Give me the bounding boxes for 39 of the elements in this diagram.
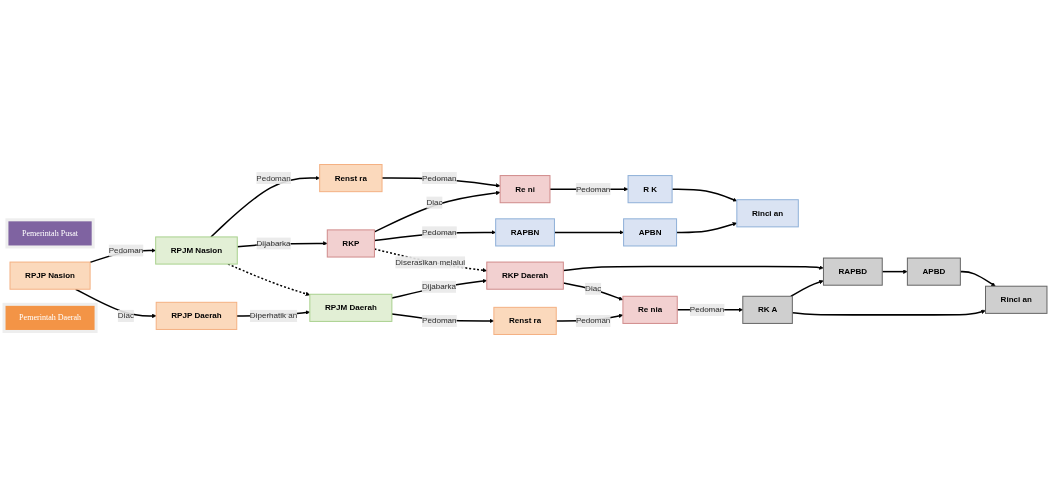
edge-label: Dijabarka bbox=[256, 238, 291, 248]
edge-label: Pedoman bbox=[422, 173, 457, 183]
node-box: RPJM Daerah bbox=[309, 293, 393, 322]
node-box: RKP Daerah bbox=[486, 261, 564, 290]
node-box: RPJM Nasion bbox=[155, 236, 238, 265]
node-box: RAPBD bbox=[822, 257, 883, 286]
node-box: APBD bbox=[906, 257, 961, 286]
arrow bbox=[210, 175, 320, 238]
node-box: RAPBN bbox=[495, 218, 555, 247]
edge-label: Diac bbox=[585, 284, 602, 293]
node-box: Pemerintah Pusat bbox=[5, 218, 95, 249]
node-box: Rinci an bbox=[985, 285, 1048, 314]
node-box: Re nia bbox=[622, 295, 678, 324]
node-box: RK A bbox=[742, 295, 793, 324]
node-box: RPJP Nasion bbox=[9, 261, 91, 290]
node-box: Pemerintah Daerah bbox=[2, 302, 98, 333]
edge-label: Diac bbox=[426, 198, 443, 207]
node-box: Renst ra bbox=[319, 164, 383, 193]
edge-label: Pedoman bbox=[575, 184, 611, 194]
arrow bbox=[790, 279, 824, 298]
node-box: RPJP Daerah bbox=[155, 301, 238, 330]
node-box: R K bbox=[627, 175, 673, 204]
edge-label: Pedoman bbox=[108, 245, 144, 255]
edge-label: Diperhatik an bbox=[249, 311, 298, 320]
edge-label: Dijabarka bbox=[421, 282, 456, 291]
node-box: Re ni bbox=[499, 175, 551, 204]
edge-label: Diac bbox=[117, 311, 134, 320]
arrow bbox=[74, 288, 157, 319]
edge-label: Pedoman bbox=[422, 316, 457, 325]
arrow bbox=[391, 278, 487, 299]
edge-label: Pedoman bbox=[575, 316, 611, 325]
edge-label: Diserasikan melalui bbox=[395, 257, 466, 267]
edge-label: Pedoman bbox=[422, 227, 457, 237]
node-box: Rinci an bbox=[736, 199, 799, 228]
edge-label: Pedoman bbox=[256, 173, 291, 183]
node-box: RKP bbox=[326, 229, 375, 258]
node-box: Renst ra bbox=[493, 306, 557, 335]
node-box: APBN bbox=[623, 218, 678, 247]
edge-label: Pedoman bbox=[689, 305, 725, 314]
